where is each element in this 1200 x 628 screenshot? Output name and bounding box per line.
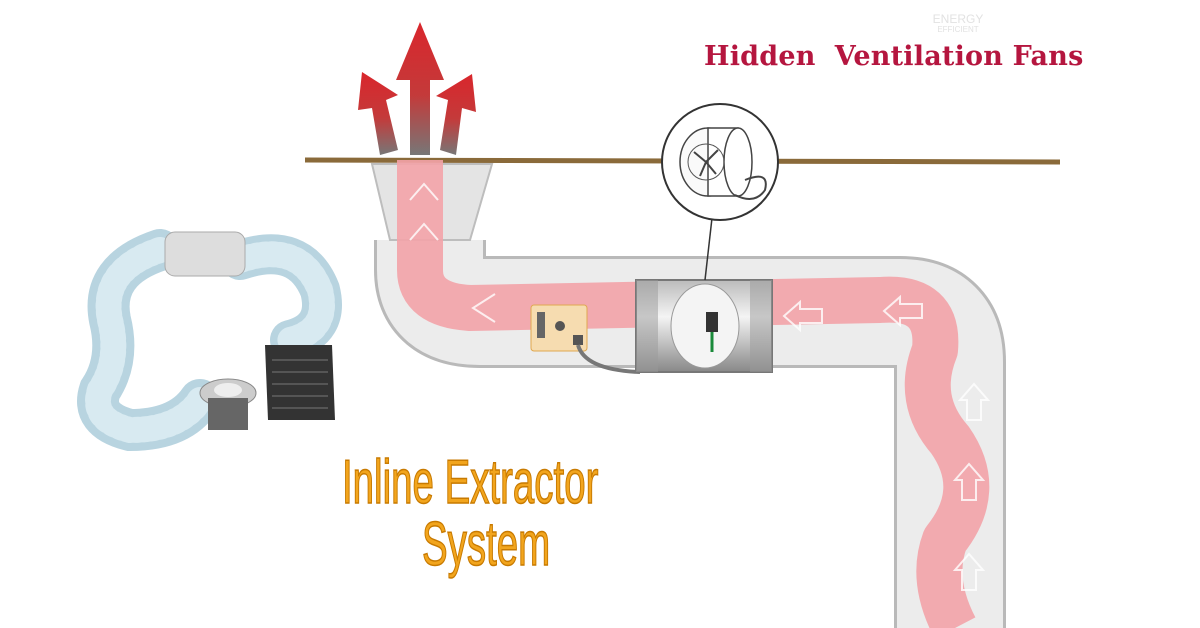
caption-line1: Inline Extractor bbox=[342, 448, 599, 517]
exhaust-arrows-icon bbox=[358, 22, 476, 155]
caption-line2: System bbox=[422, 510, 551, 579]
airflow-path bbox=[397, 160, 990, 628]
energy-efficient-logo: ENERGY EFFICIENT bbox=[928, 5, 988, 34]
logo-line1: ENERGY bbox=[932, 12, 984, 26]
detail-pointer-line bbox=[704, 217, 713, 281]
flow-arrows bbox=[409, 182, 991, 591]
fan-detail-circle bbox=[661, 103, 779, 221]
flexible-hose-kit bbox=[77, 229, 342, 452]
inline-fan bbox=[635, 279, 773, 373]
speed-controller bbox=[530, 304, 641, 374]
logo-line2: EFFICIENT bbox=[937, 25, 979, 34]
page-title: Hidden Ventilation Fans bbox=[704, 41, 1084, 72]
